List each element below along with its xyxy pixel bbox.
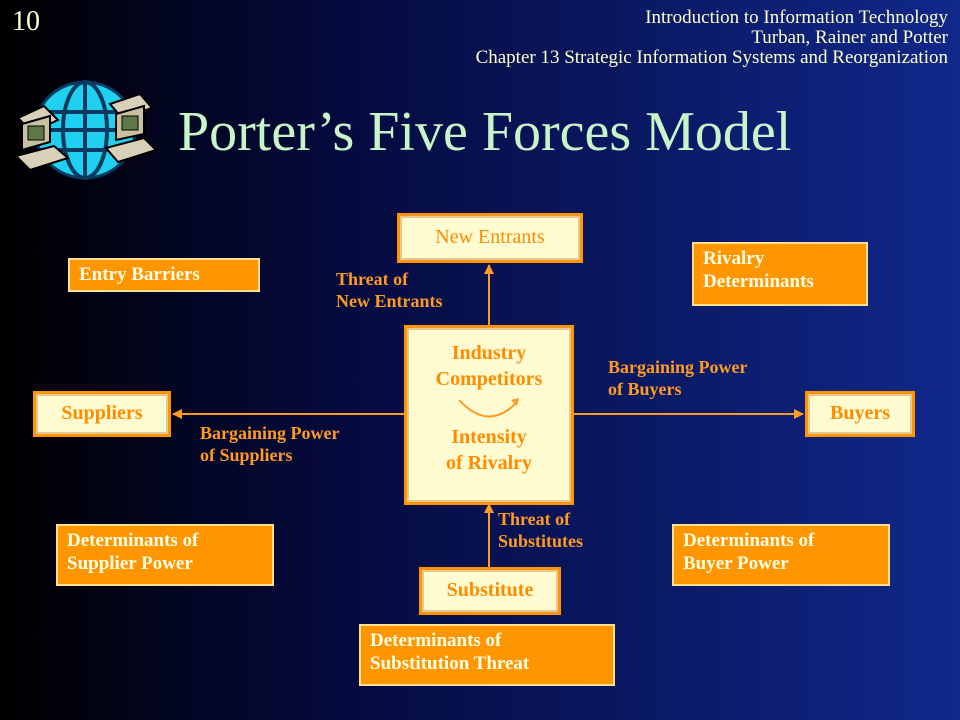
threat-substitutes-line1: Threat of: [498, 509, 571, 529]
threat-substitutes-label: Threat of Substitutes: [498, 508, 583, 552]
threat-new-entrants-label: Threat of New Entrants: [336, 268, 443, 312]
bargaining-power-suppliers-line2: of Suppliers: [200, 445, 293, 465]
rivalry-label-line2: of Rivalry: [445, 452, 533, 474]
header-line-authors: Turban, Rainer and Potter: [751, 27, 948, 48]
rivalry-cycle-arrow-icon: [458, 398, 519, 418]
substitution-threat-box: Determinants of Substitution Threat: [359, 624, 615, 686]
computer-right-icon: [104, 92, 158, 164]
header-line-chapter: Chapter 13 Strategic Information Systems…: [475, 47, 948, 68]
supplier-power-line1: Determinants of: [67, 530, 199, 551]
industry-label-line1: Industry: [451, 342, 527, 364]
bargaining-power-suppliers-label: Bargaining Power of Suppliers: [200, 422, 340, 466]
bargaining-power-suppliers-line1: Bargaining Power: [200, 423, 340, 443]
node-suppliers: Suppliers: [36, 394, 168, 434]
slide-number: 10: [12, 6, 40, 37]
node-new-entrants: New Entrants: [400, 216, 580, 260]
header-line-course: Introduction to Information Technology: [645, 7, 948, 28]
bargaining-power-buyers-line2: of Buyers: [608, 379, 682, 399]
threat-new-entrants-line2: New Entrants: [336, 291, 443, 311]
rivalry-determinants-box: Rivalry Determinants: [692, 242, 868, 306]
buyer-power-line2: Buyer Power: [683, 553, 789, 574]
entry-barriers-label: Entry Barriers: [79, 264, 200, 285]
buyer-power-line1: Determinants of: [683, 530, 815, 551]
supplier-power-line2: Supplier Power: [67, 553, 193, 574]
bargaining-power-buyers-line1: Bargaining Power: [608, 357, 748, 377]
node-new-entrants-label: New Entrants: [435, 226, 545, 248]
supplier-power-box: Determinants of Supplier Power: [56, 524, 274, 586]
node-buyers-label: Buyers: [830, 402, 890, 424]
rivalry-label-line1: Intensity: [451, 426, 527, 448]
node-buyers: Buyers: [808, 394, 912, 434]
rivalry-determinants-line1: Rivalry: [703, 248, 765, 269]
node-substitute-label: Substitute: [446, 579, 534, 601]
buyer-power-box: Determinants of Buyer Power: [672, 524, 890, 586]
slide-title: Porter’s Five Forces Model: [178, 101, 792, 163]
industry-label-line2: Competitors: [435, 368, 543, 390]
threat-new-entrants-line1: Threat of: [336, 269, 409, 289]
substitution-threat-line1: Determinants of: [370, 630, 502, 651]
course-header: Introduction to Information Technology T…: [476, 8, 948, 68]
node-suppliers-label: Suppliers: [61, 402, 143, 424]
node-substitute: Substitute: [422, 570, 558, 612]
globe-with-computers-icon: [14, 80, 158, 180]
rivalry-determinants-line2: Determinants: [703, 271, 814, 292]
threat-substitutes-line2: Substitutes: [498, 531, 584, 551]
entry-barriers-box: Entry Barriers: [68, 258, 260, 292]
computer-left-icon: [14, 104, 71, 172]
substitution-threat-line2: Substitution Threat: [370, 653, 530, 674]
node-industry-competitors: Industry Competitors Intensity of Rivalr…: [407, 328, 571, 502]
bargaining-power-buyers-label: Bargaining Power of Buyers: [608, 356, 748, 400]
